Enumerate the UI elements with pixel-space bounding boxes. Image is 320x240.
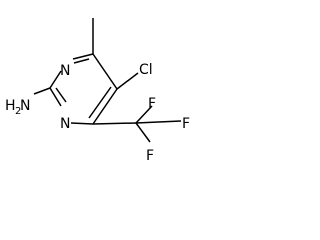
bond-c6-cf3 — [92, 122, 137, 125]
chemical-structure-diagram: N N Cl H 2 N F F F — [5, 18, 190, 164]
atom-label-amine-subscript: 2 — [15, 106, 21, 117]
bond-ntop-c2 — [49, 70, 62, 89]
atom-label-f-bottom: F — [146, 148, 154, 164]
atom-label-f-right: F — [182, 116, 190, 132]
atom-label-f-top: F — [148, 96, 156, 112]
bond-c5-c4 — [92, 53, 118, 90]
bond-cf3-f-right — [135, 120, 182, 124]
bond-c2-nh2 — [33, 87, 51, 95]
bond-c5-cl — [116, 72, 139, 90]
bond-nbottom-c6 — [70, 122, 94, 125]
bond-c2-nbottom — [49, 87, 62, 107]
bond-c6-c5 — [92, 88, 118, 125]
bond-c4-ntop — [72, 53, 94, 60]
amine-group-label: H 2 N — [5, 98, 30, 117]
atom-label-amine-n: N — [20, 98, 30, 114]
atom-label-amine-h: H — [5, 98, 16, 114]
structure-canvas: N N Cl H 2 N F F F — [0, 0, 204, 172]
bond-cf3-f-bottom — [135, 122, 151, 143]
bond-c2-nbottom-inner — [55, 87, 67, 103]
bond-c4-ntop-inner — [73, 58, 90, 64]
atom-label-cl: Cl — [139, 62, 153, 78]
bond-c6-c5-inner — [88, 86, 112, 119]
atom-label-n-bottom: N — [60, 116, 70, 132]
bond-cf3-f-top — [135, 105, 153, 124]
atom-label-n-top: N — [60, 63, 70, 79]
